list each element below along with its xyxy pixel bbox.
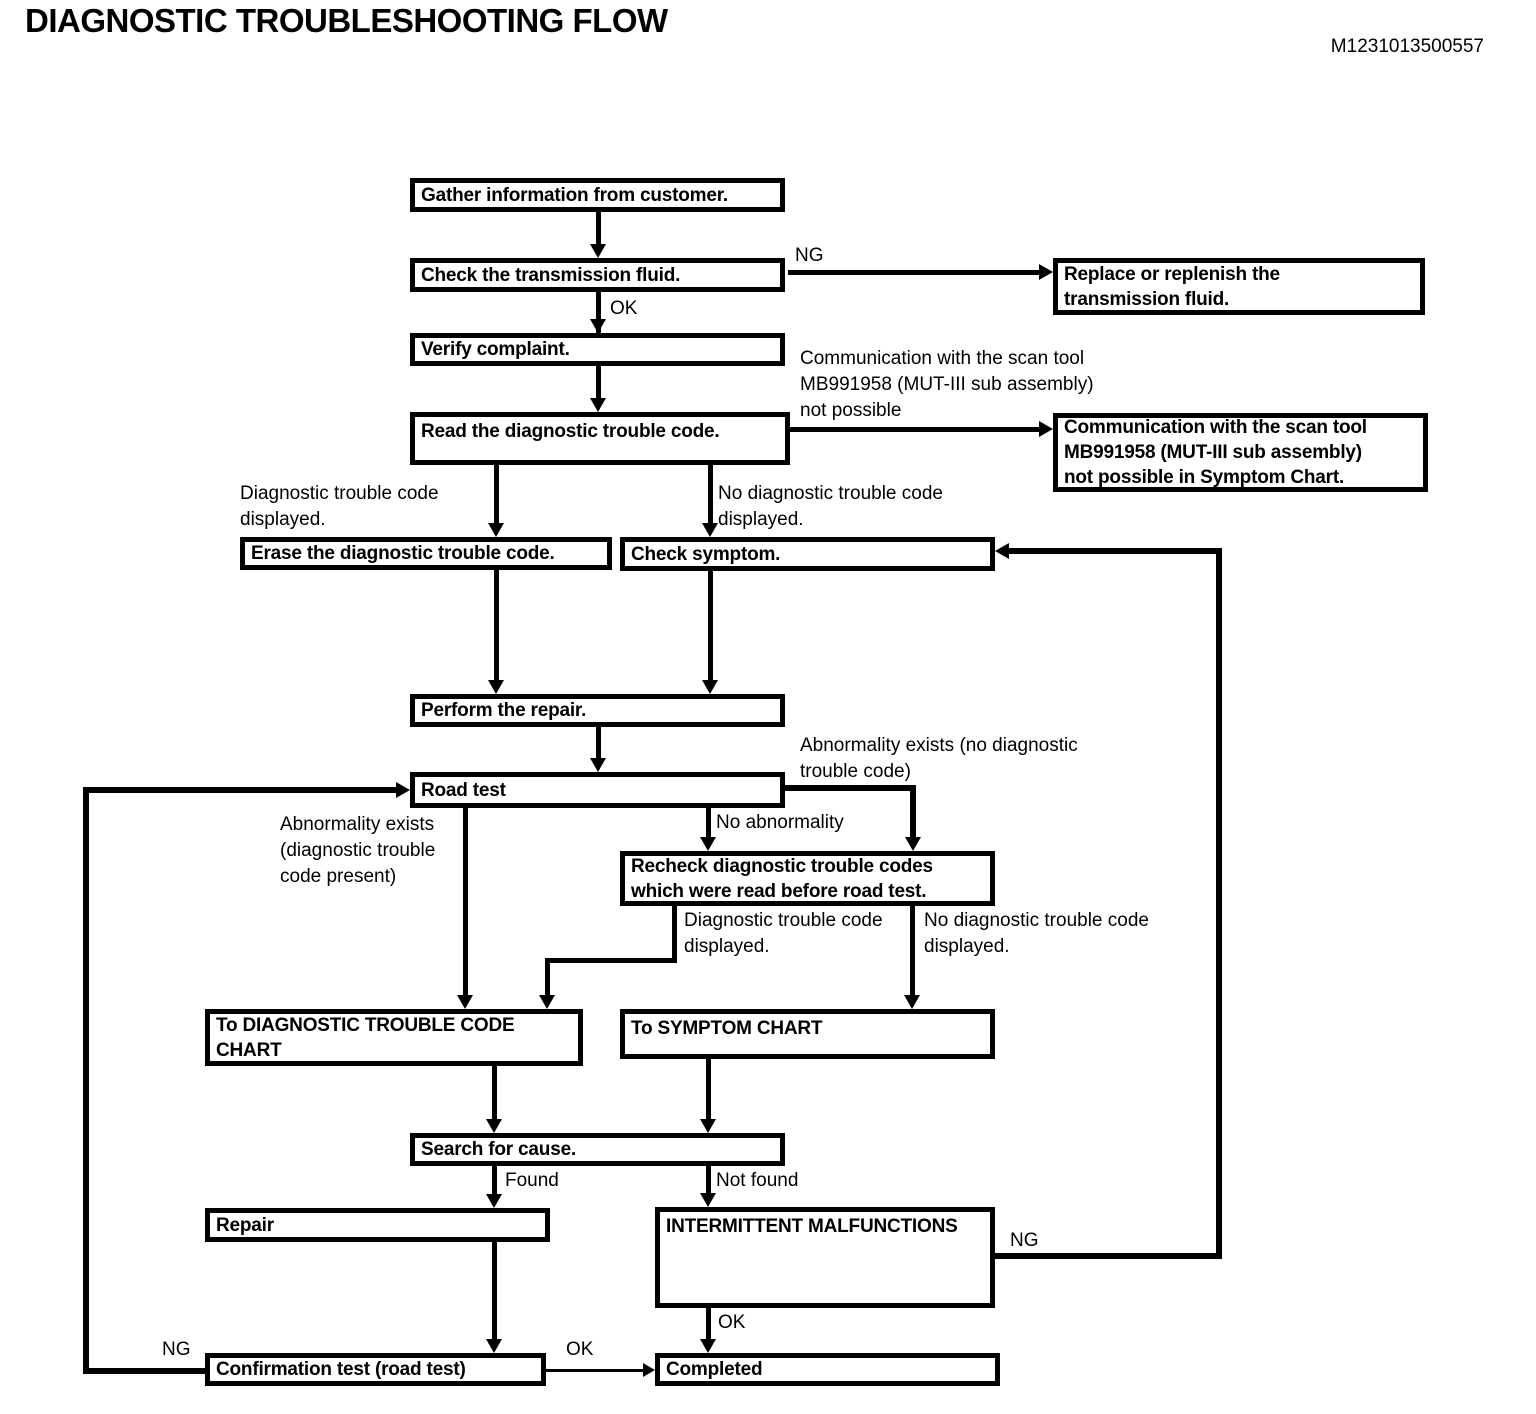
connector-gather-to-checkfluid	[596, 212, 601, 246]
connector-feedback-right-v	[1216, 548, 1222, 1259]
arrowhead-into-roadtest-feedback	[396, 782, 410, 798]
label-abnormality-no-dtc: Abnormality exists (no diagnostic troubl…	[800, 735, 1078, 782]
connector-recheck-left-h	[545, 958, 677, 963]
connector-erase-to-perform	[494, 570, 499, 682]
connector-confirmation-to-completed	[546, 1369, 643, 1372]
arrowhead-into-verify	[590, 319, 606, 333]
arrowhead-into-dtcchart-left	[457, 995, 473, 1009]
label-no-dtc-displayed-after-road-test: No diagnostic trouble code displayed.	[924, 910, 1149, 957]
connector-feedback-left-v	[83, 787, 89, 1374]
connector-roadtest-right-h	[785, 785, 916, 791]
arrowhead-into-repair	[486, 1194, 502, 1208]
connector-perform-to-roadtest	[596, 727, 601, 760]
node-intermittent-malfunctions: INTERMITTENT MALFUNCTIONS	[655, 1207, 995, 1308]
connector-search-to-intermittent	[706, 1166, 711, 1195]
arrowhead-into-search-left	[486, 1119, 502, 1133]
arrowhead-into-roadtest	[590, 758, 606, 772]
label-ok-confirmation: OK	[566, 1339, 594, 1360]
label-ng-transmission: NG	[795, 245, 824, 266]
arrowhead-into-symptomchart	[904, 995, 920, 1009]
node-repair: Repair	[205, 1208, 550, 1242]
arrowhead-into-replace	[1039, 264, 1053, 280]
node-read-dtc: Read the diagnostic trouble code.	[410, 412, 790, 465]
arrowhead-into-recheck-left	[700, 837, 716, 851]
connector-search-to-repair	[492, 1166, 497, 1196]
connector-read-to-checksymptom	[708, 465, 713, 525]
arrowhead-into-perform-right	[702, 680, 718, 694]
arrowhead-into-confirmation	[486, 1339, 502, 1353]
label-found: Found	[505, 1170, 559, 1191]
connector-feedback-left-top-h	[83, 787, 396, 793]
connector-read-to-comm	[788, 427, 1040, 432]
connector-symptomchart-to-search	[706, 1059, 711, 1121]
connector-read-to-erase	[494, 465, 499, 525]
node-communication-not-possible: Communication with the scan tool MB99195…	[1053, 413, 1428, 492]
page-title: DIAGNOSTIC TROUBLESHOOTING FLOW	[25, 2, 668, 39]
node-check-symptom: Check symptom.	[620, 537, 995, 571]
label-ok-intermittent: OK	[718, 1312, 746, 1333]
node-search-for-cause: Search for cause.	[410, 1133, 785, 1166]
node-check-transmission-fluid: Check the transmission fluid.	[410, 258, 785, 292]
document-number: M1231013500557	[1330, 36, 1484, 57]
node-road-test: Road test	[410, 772, 785, 808]
connector-checksymptom-to-perform	[708, 571, 713, 682]
node-replace-transmission-fluid: Replace or replenish the transmission fl…	[1053, 258, 1425, 315]
label-dtc-displayed-after-road-test: Diagnostic trouble code displayed.	[684, 910, 883, 957]
node-recheck-dtc: Recheck diagnostic trouble codes which w…	[620, 851, 995, 906]
arrowhead-into-checksymptom	[702, 523, 718, 537]
connector-feedback-right-top-h	[1009, 548, 1222, 554]
label-communication-note: Communication with the scan tool MB99195…	[800, 348, 1094, 421]
node-confirmation-test: Confirmation test (road test)	[205, 1353, 546, 1386]
connector-roadtest-right-v	[910, 785, 916, 839]
connector-ok-to-verify	[596, 292, 601, 335]
connector-recheck-left-v1	[672, 906, 677, 963]
arrowhead-into-read	[590, 398, 606, 412]
arrowhead-into-completed-left	[643, 1363, 655, 1377]
label-ng-confirmation: NG	[162, 1339, 191, 1360]
connector-roadtest-to-dtcchart	[463, 808, 468, 997]
connector-recheck-to-symptomchart	[910, 906, 915, 997]
arrowhead-into-comm	[1039, 421, 1053, 437]
arrowhead-into-perform-left	[488, 680, 504, 694]
connector-roadtest-to-recheck	[706, 808, 711, 839]
connector-feedback-right-bottom-h	[995, 1253, 1222, 1259]
arrowhead-into-erase	[488, 523, 504, 537]
connector-repair-to-confirmation	[492, 1242, 497, 1341]
connector-recheck-left-v2	[545, 958, 550, 997]
label-not-found: Not found	[716, 1170, 799, 1191]
label-abnormality-dtc-present: Abnormality exists (diagnostic trouble c…	[280, 814, 436, 887]
node-verify-complaint: Verify complaint.	[410, 333, 785, 366]
node-completed: Completed	[655, 1353, 1000, 1386]
connector-feedback-left-bottom-h	[83, 1368, 205, 1374]
node-perform-repair: Perform the repair.	[410, 694, 785, 727]
label-dtc-displayed: Diagnostic trouble code displayed.	[240, 483, 439, 530]
label-no-abnormality: No abnormality	[716, 812, 844, 833]
arrowhead-into-checkfluid	[590, 244, 606, 258]
arrowhead-into-search-right	[700, 1119, 716, 1133]
arrowhead-into-completed-top	[700, 1339, 716, 1353]
node-gather-information: Gather information from customer.	[410, 178, 785, 212]
connector-dtcchart-to-search	[492, 1066, 497, 1121]
arrowhead-into-recheck-right	[905, 837, 921, 851]
label-ng-intermittent: NG	[1010, 1230, 1039, 1251]
connector-verify-to-read	[596, 366, 601, 400]
arrowhead-into-dtcchart-mid	[539, 995, 555, 1009]
label-no-dtc-displayed: No diagnostic trouble code displayed.	[718, 483, 943, 530]
arrowhead-into-checksymptom-feedback	[995, 543, 1009, 559]
arrowhead-into-intermittent	[700, 1193, 716, 1207]
connector-intermittent-to-completed	[706, 1308, 711, 1341]
label-ok-transmission: OK	[610, 298, 638, 319]
node-to-dtc-chart: To DIAGNOSTIC TROUBLE CODE CHART	[205, 1009, 583, 1066]
connector-ng-to-replace	[788, 270, 1040, 275]
node-to-symptom-chart: To SYMPTOM CHART	[620, 1009, 995, 1059]
node-erase-dtc: Erase the diagnostic trouble code.	[240, 537, 612, 570]
